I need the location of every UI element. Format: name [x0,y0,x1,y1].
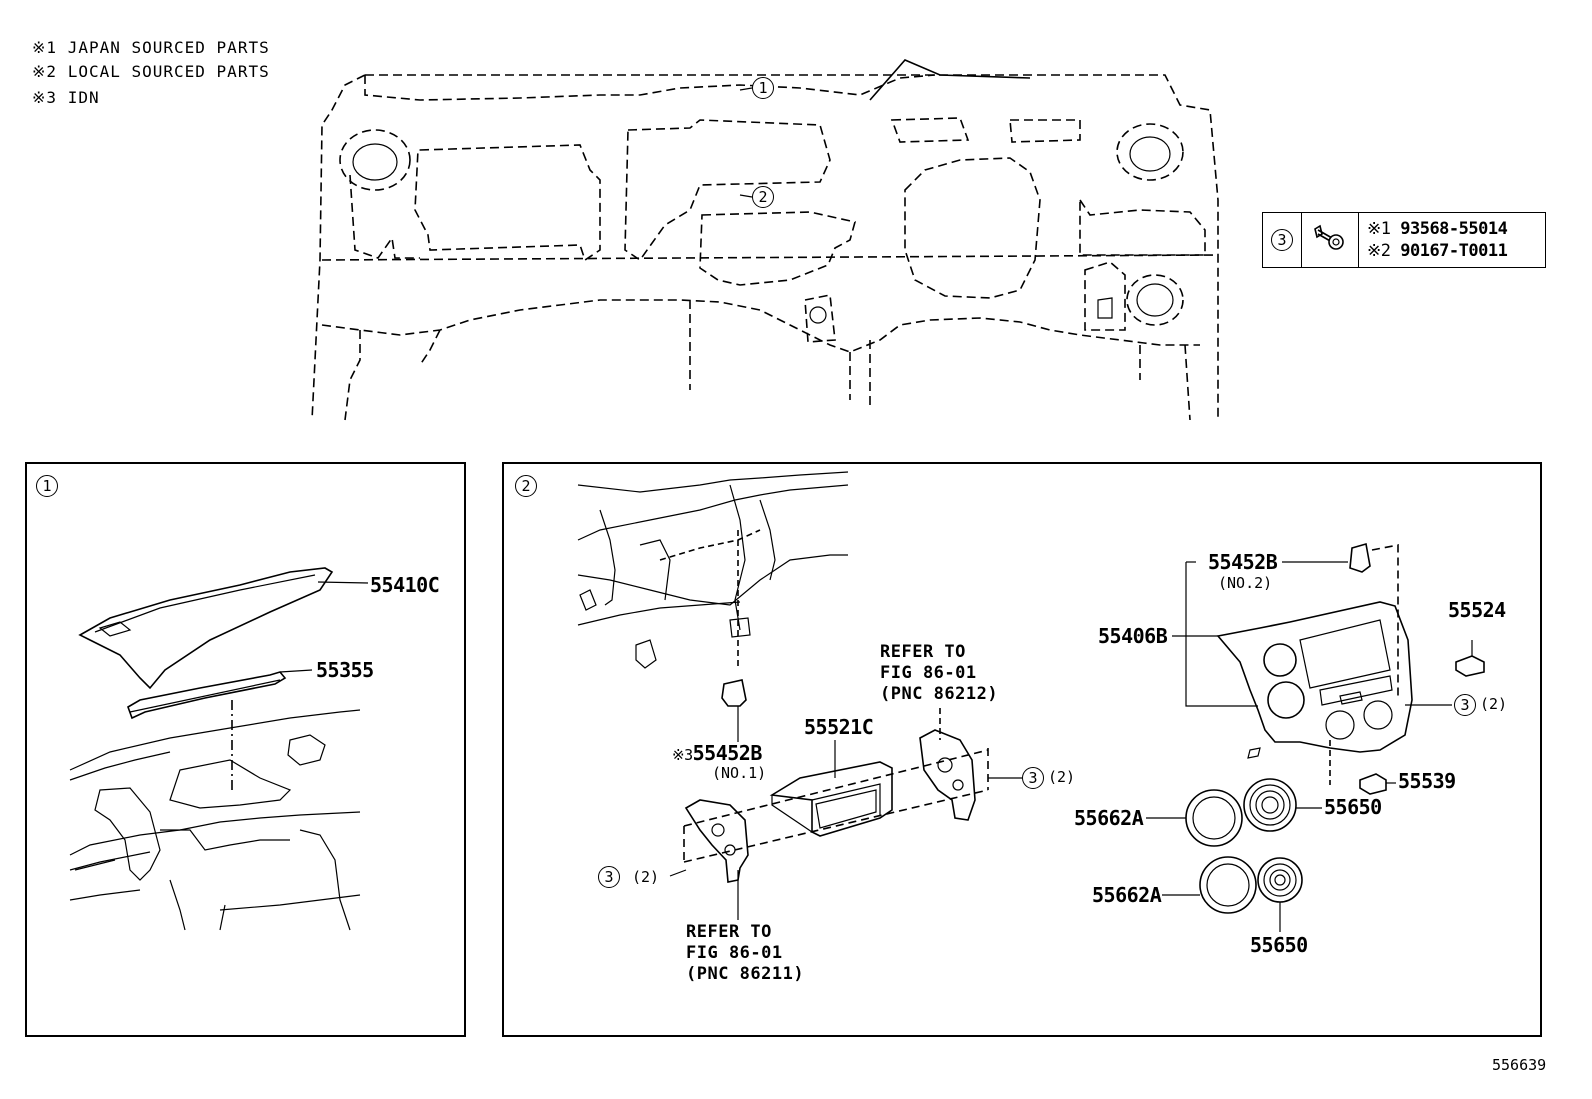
detail-panel-2 [502,462,1542,1037]
part-number: 55452B [692,741,763,765]
legend-mark: ※1 [32,38,58,57]
fastener-parts-cell: ※1 93568-55014 ※2 90167-T0011 [1358,212,1546,268]
idn-mark: ※3 [672,746,693,764]
label-55662A-lower: 55662A [1092,883,1162,907]
legend-text: LOCAL SOURCED PARTS [67,62,270,81]
callout-3-right: 3 [1454,694,1476,716]
label-55410C: 55410C [370,573,440,597]
vent-55650-upper [1243,778,1297,832]
label-55452B-no2: 55452B [1208,550,1278,574]
dashboard-outline [311,74,1219,421]
qty-right: (2) [1480,695,1508,713]
callout-3-left: 3 [598,866,620,888]
refer-note-86211: REFER TO FIG 86-01 (PNC 86211) [686,922,805,984]
bolt-icon [1314,224,1344,250]
panel-1-index: 1 [36,475,58,497]
callout-3-center-right: 3 [1022,767,1044,789]
sheet-number: 556639 [1492,1056,1547,1074]
label-55650-lower: 55650 [1250,933,1308,957]
label-55521C: 55521C [804,715,874,739]
qty-left: (2) [632,868,660,886]
callout-2: 2 [752,186,774,208]
label-no2: (NO.2) [1218,574,1273,592]
part-55355-shape [127,671,287,720]
callout-1: 1 [752,77,774,99]
legend-idn: ※3 IDN [32,90,100,106]
part-55410C-shape [78,567,334,690]
label-55539: 55539 [1398,769,1456,793]
label-55662A-upper: 55662A [1074,806,1144,830]
legend-mark: ※3 [32,88,58,107]
label-55524: 55524 [1448,598,1506,622]
fastener-mark-1: ※1 [1367,219,1391,239]
label-no1: (NO.1) [712,764,767,782]
fastener-icon-cell [1301,212,1359,268]
legend-text: IDN [67,88,100,107]
label-55452B-no1: ※355452B [672,743,762,763]
refer-note-86212: REFER TO FIG 86-01 (PNC 86212) [880,642,999,704]
panel-2-index: 2 [515,475,537,497]
label-55650-upper: 55650 [1324,795,1382,819]
legend-text: JAPAN SOURCED PARTS [67,38,270,57]
qty-center-right: (2) [1048,768,1076,786]
legend-local: ※2 LOCAL SOURCED PARTS [32,64,270,80]
part-55521C-shape [769,761,893,837]
fastener-mark-2: ※2 [1367,241,1391,261]
fastener-part-1: 93568-55014 [1400,219,1508,239]
label-55406B: 55406B [1098,624,1168,648]
fastener-part-2: 90167-T0011 [1400,241,1508,261]
vent-55650-lower [1257,857,1303,903]
label-55355: 55355 [316,658,374,682]
callout-3: 3 [1271,229,1293,251]
fastener-table: 3 ※1 93568-55014 ※2 90167-T0011 [1262,212,1546,268]
legend-mark: ※2 [32,62,58,81]
detail-panel-1 [25,462,466,1037]
legend-japan: ※1 JAPAN SOURCED PARTS [32,40,270,56]
